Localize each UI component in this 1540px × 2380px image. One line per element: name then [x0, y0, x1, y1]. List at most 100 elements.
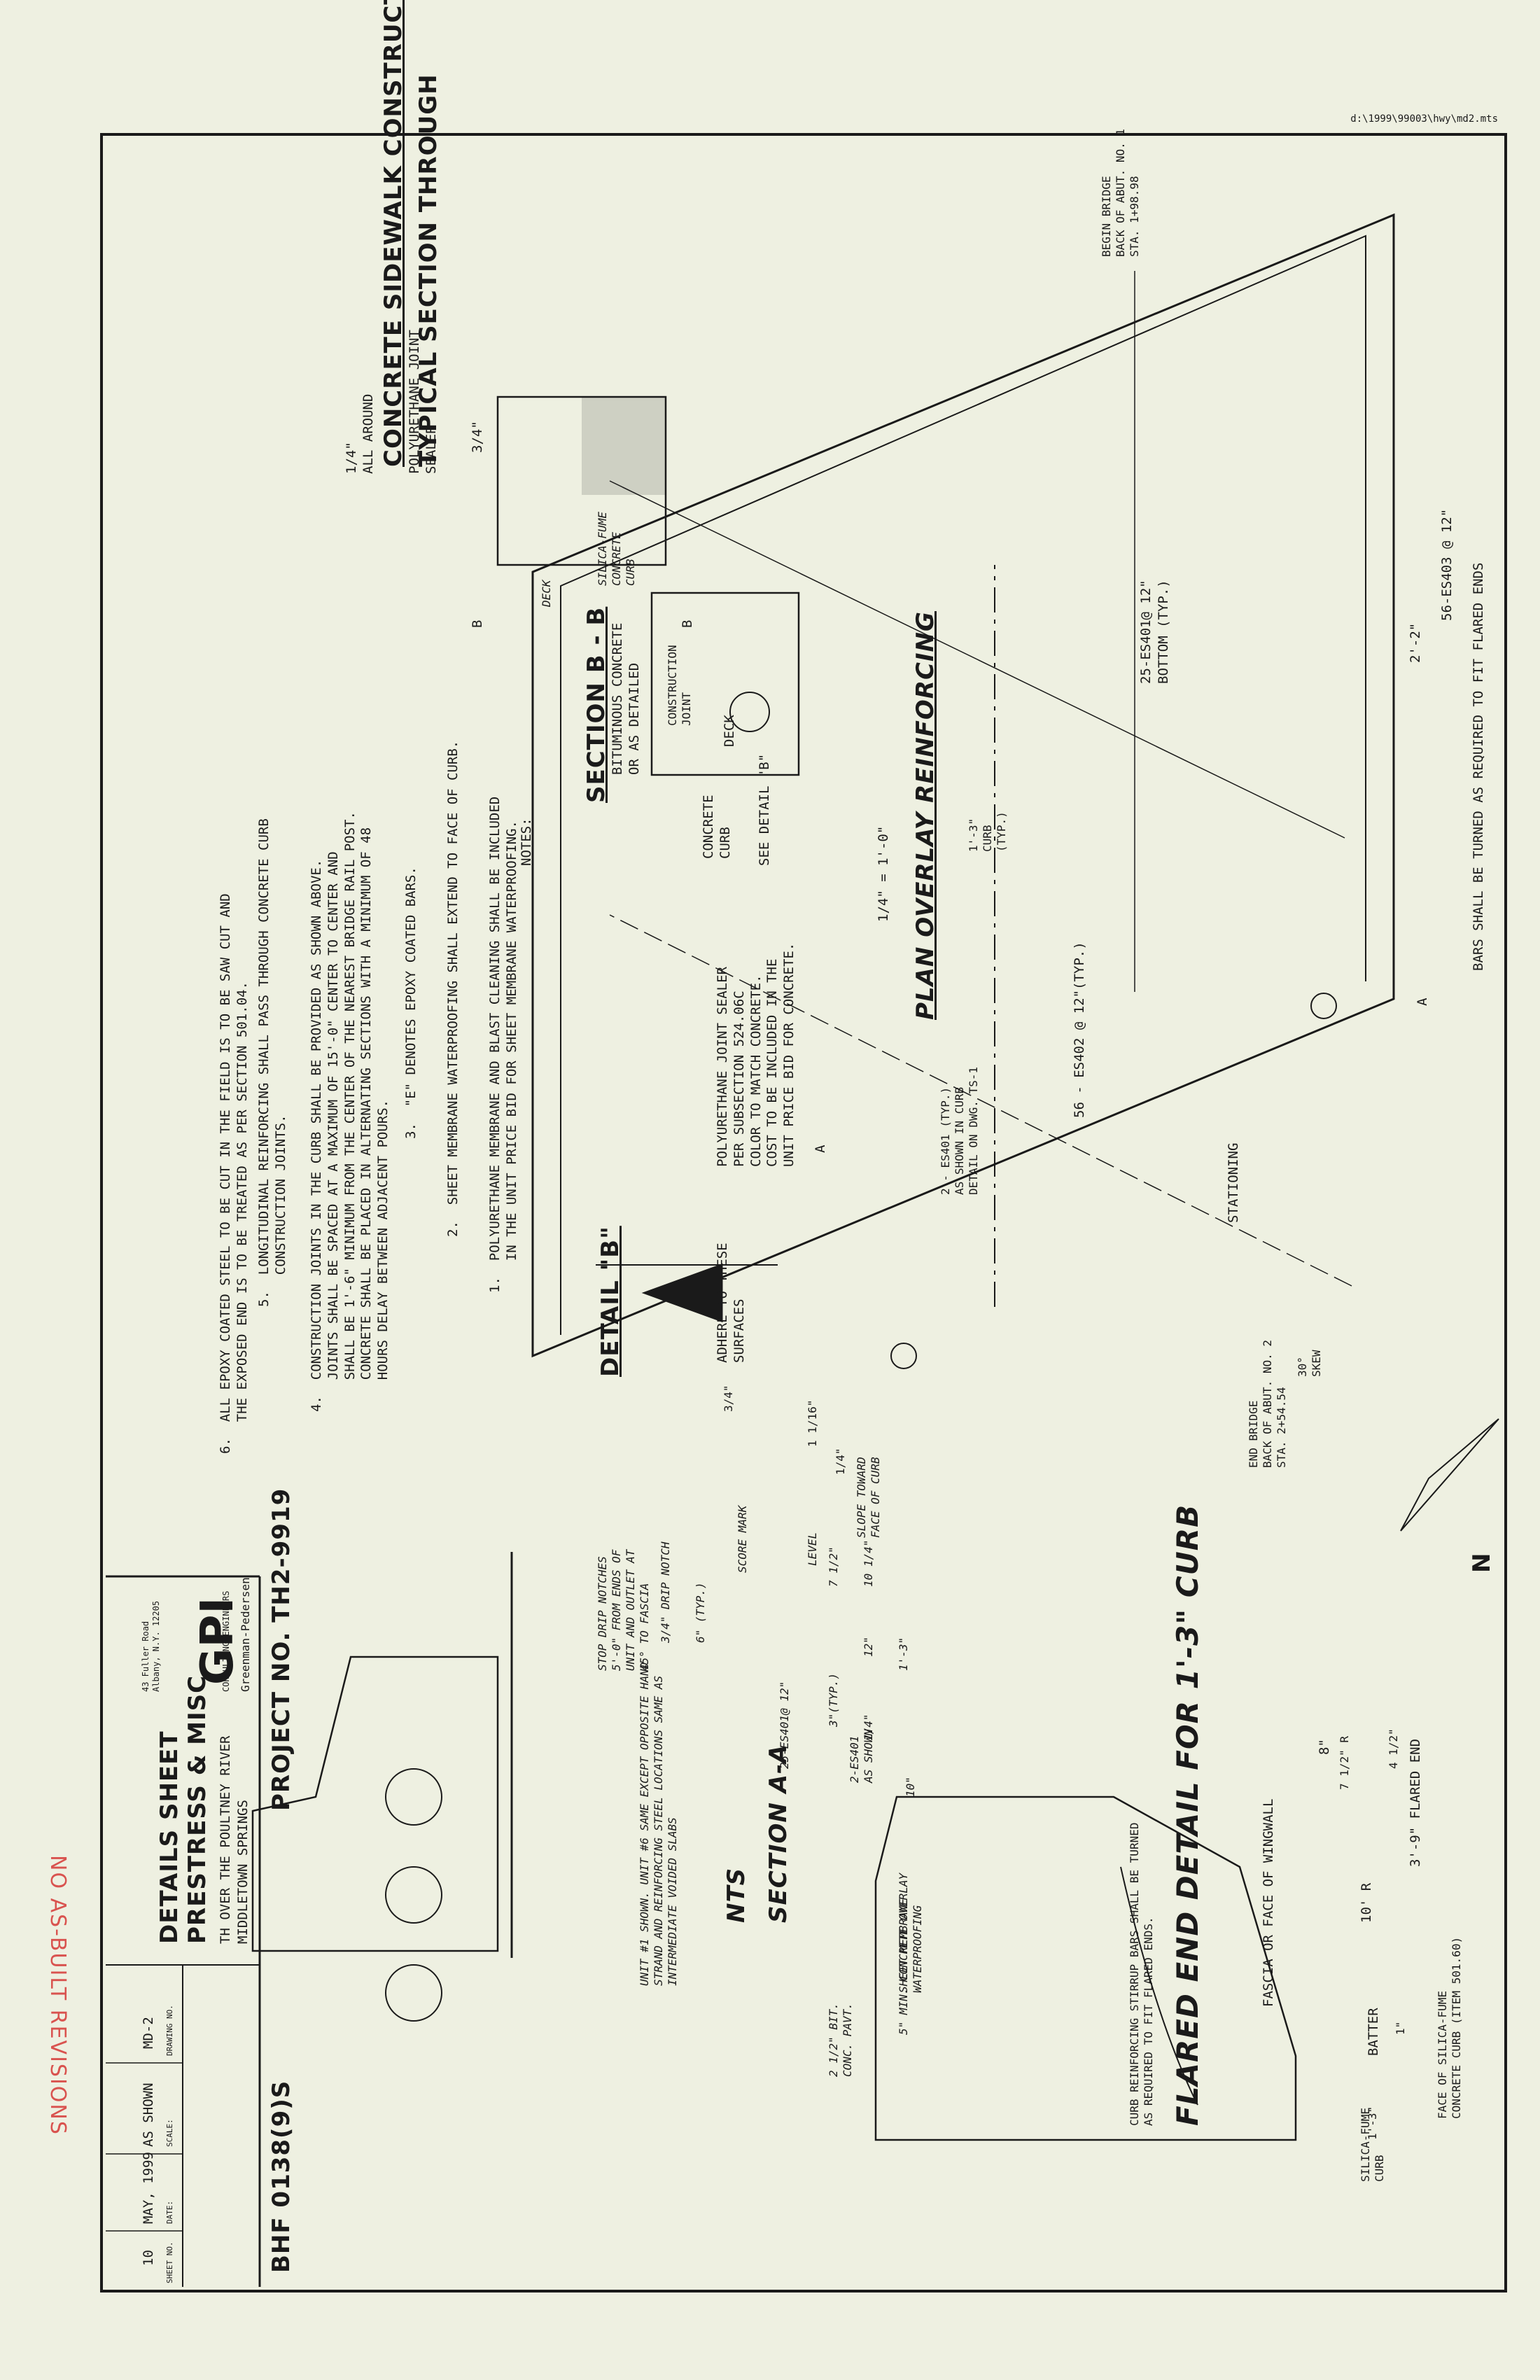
- detail-b-1-4: 1/4": [834, 1448, 847, 1475]
- typical-three-quarter: 3/4": [470, 421, 485, 453]
- drawing-no-label: DRAWING NO.: [165, 2005, 174, 2056]
- firm-sub: CONSULTING ENGINEERS: [221, 1590, 231, 1693]
- typical-title-2: CONCRETE SIDEWALK CONSTRUCTION JOINT: [379, 0, 407, 467]
- typical-quarter: 1/4" ALL AROUND: [344, 393, 376, 474]
- plan-stationing: STATIONING: [1226, 1142, 1241, 1223]
- location-1: MIDDLETOWN SPRINGS: [235, 1800, 251, 1944]
- scale-value: AS SHOWN: [141, 2082, 156, 2147]
- bb-deck: DECK: [722, 715, 737, 747]
- plan-es401-note: 2 - ES401 (TYP.) AS SHOWN IN CURB DETAIL…: [939, 1066, 980, 1195]
- firm-addr: 43 Fuller Road Albany, N.Y. 12205: [141, 1600, 161, 1692]
- typical-b-top: B: [470, 620, 485, 628]
- plan-bars-note: BARS SHALL BE TURNED AS REQUIRED TO FIT …: [1471, 562, 1486, 971]
- plan-bottom-bars-1: 25-ES401@ 12": [1138, 580, 1154, 684]
- note-5: 5. LONGITUDINAL REINFORCING SHALL PASS T…: [256, 818, 288, 1307]
- as-built-stamp: NO AS-BUILT REVISIONS: [42, 1855, 98, 2345]
- flared-face-silica: FACE OF SILICA-FUME CONCRETE CURB (ITEM …: [1436, 1936, 1463, 2119]
- stamp-text: NO AS-BUILT REVISIONS: [46, 1855, 70, 2136]
- flared-fascia: FASCIA OR FACE OF WINGWALL: [1261, 1798, 1276, 2007]
- flared-title: FLARED END DETAIL FOR 1'-3" CURB: [1170, 1504, 1205, 2126]
- aa-drip: 3/4" DRIP NOTCH: [659, 1541, 672, 1644]
- plan-curb-note: 1'-3" CURB (TYP.): [967, 811, 1008, 852]
- aa-score-mark: SCORE MARK: [736, 1505, 749, 1573]
- plan-top-bars: 56-ES403 @ 12": [1439, 508, 1455, 621]
- aa-7half: 7 1/2": [827, 1546, 840, 1587]
- sheet-border: [100, 133, 1507, 2292]
- bb-concrete-curb: CONCRETE CURB: [701, 794, 733, 859]
- north-label: N: [1468, 1552, 1496, 1573]
- plan-bottom-bars-2: BOTTOM (TYP.): [1156, 580, 1171, 684]
- begin-bridge: BEGIN BRIDGE BACK OF ABUT. NO. 1 STA. 1+…: [1100, 128, 1141, 257]
- note-4: 4. CONSTRUCTION JOINTS IN THE CURB SHALL…: [309, 811, 391, 1412]
- plan-outline: [531, 213, 1395, 1358]
- bb-see-detail: SEE DETAIL "B": [757, 753, 772, 866]
- note-6: 6. ALL EPOXY COATED STEEL TO BE CUT IN T…: [218, 893, 250, 1454]
- bb-construction-joint: CONSTRUCTION JOINT: [666, 645, 693, 726]
- note-1: 1. POLYURETHANE MEMBRANE AND BLAST CLEAN…: [487, 796, 519, 1293]
- flared-note: CURB REINFORCING STIRRUP BARS SHALL BE T…: [1128, 1822, 1155, 2126]
- typical-bituminous: BITUMINOUS CONCRETE OR AS DETAILED: [610, 622, 642, 775]
- note-3: 3. "E" DENOTES EPOXY COATED BARS.: [403, 867, 419, 1139]
- aa-12: 12": [862, 1637, 875, 1657]
- typical-deck: DECK: [540, 580, 553, 607]
- typical-silica-curb: SILICA-FUME CONCRETE CURB: [596, 512, 637, 586]
- plan-dim-2-2: 2'-2": [1408, 622, 1423, 663]
- flared-dim-4half: 4 1/2": [1387, 1728, 1400, 1769]
- aa-scale: NTS: [722, 1867, 750, 1923]
- linework: [106, 213, 1499, 2287]
- firm-name: Greenman-Pedersen: [239, 1577, 252, 1692]
- date-label: DATE:: [165, 2200, 174, 2224]
- flared-end-outline: [874, 1795, 1297, 2141]
- aa-bit: 2 1/2" BIT. CONC. PAVT.: [827, 2003, 854, 2077]
- aa-10: 10": [904, 1777, 917, 1797]
- aa-1-3: 1'-3": [897, 1637, 910, 1671]
- aa-6typ: 6" (TYP.): [694, 1582, 707, 1643]
- aa-stop-drip: STOP DRIP NOTCHES 5'-0" FROM ENDS OF UNI…: [596, 1549, 651, 1671]
- aa-overlay: 5" MIN. CONCRETE OVERLAY: [897, 1872, 910, 2035]
- section-aa-shape: [251, 1656, 499, 1952]
- location-2: TH OVER THE POULTNEY RIVER: [218, 1735, 233, 1944]
- detail-b-1-16: 1 1/16": [806, 1399, 819, 1447]
- section-mark-bottom: A: [813, 1144, 828, 1153]
- plan-skew: 30° SKEW: [1296, 1350, 1323, 1377]
- aa-slope: SLOPE TOWARD FACE OF CURB: [855, 1457, 882, 1538]
- detail-b-shape: [641, 1263, 723, 1323]
- flared-dim-8: 8": [1317, 1739, 1332, 1755]
- end-bridge: END BRIDGE BACK OF ABUT. NO. 2 STA. 2+54…: [1247, 1339, 1288, 1468]
- flared-silica-curb: SILICA-FUME CURB: [1359, 2108, 1386, 2182]
- scale-label: SCALE:: [165, 2119, 174, 2147]
- aa-10quarter: 10 1/4": [862, 1539, 875, 1587]
- rotated-sheet-content: BARS SHALL BE TURNED AS REQUIRED TO FIT …: [106, 0, 1502, 2287]
- project-no: PROJECT NO. TH2-9919: [267, 1488, 295, 1811]
- file-path: d:\1999\99003\hwy\md2.mts: [1350, 113, 1498, 125]
- detail-b-sealer: POLYURETHANE JOINT SEALER PER SUBSECTION…: [715, 942, 797, 1167]
- detail-b-3-4: 3/4": [722, 1385, 735, 1412]
- typical-title-1: TYPICAL SECTION THROUGH: [414, 74, 442, 467]
- plan-scale: 1/4" = 1'-0": [876, 825, 891, 922]
- sheet-no-label: SHEET NO.: [165, 2241, 174, 2283]
- sheet-no: 10: [141, 2250, 156, 2266]
- note-2: 2. SHEET MEMBRANE WATERPROOFING SHALL EX…: [445, 740, 461, 1237]
- detail-b-adhere: ADHERE TO THESE SURFACES: [715, 1242, 747, 1363]
- drawing-no: MD-2: [141, 2017, 156, 2049]
- flared-batter-1: 1": [1394, 2021, 1407, 2035]
- section-bb-shape: [650, 592, 800, 776]
- bhf-no: BHF 0138(9)S: [267, 2080, 295, 2273]
- typical-section-shape: [496, 396, 667, 566]
- flared-dim: 3'-9" FLARED END: [1408, 1738, 1423, 1867]
- flared-r-7half: 7 1/2" R: [1338, 1735, 1351, 1790]
- sheet-title-1: PRESTRESS & MISC.: [183, 1665, 211, 1944]
- bb-title: SECTION B - B: [582, 606, 610, 803]
- date-value: MAY, 1999: [141, 2152, 156, 2224]
- plan-long-bars: 56 - ES402 @ 12"(TYP.): [1072, 941, 1087, 1118]
- aa-level: LEVEL: [806, 1532, 819, 1566]
- aa-unit-note: UNIT #1 SHOWN. UNIT #6 SAME EXCEPT OPPOS…: [638, 1662, 679, 1986]
- flared-batter: BATTER: [1366, 2008, 1381, 2056]
- section-mark-top: A: [1415, 997, 1430, 1006]
- typical-b-bottom: B: [680, 620, 695, 628]
- sheet-title-2: DETAILS SHEET: [155, 1730, 183, 1944]
- aa-es401-as-shown: 2-ES401 AS SHOWN: [848, 1728, 875, 1783]
- aa-title: SECTION A-A: [764, 1744, 792, 1923]
- north-arrow: [1400, 1418, 1499, 1532]
